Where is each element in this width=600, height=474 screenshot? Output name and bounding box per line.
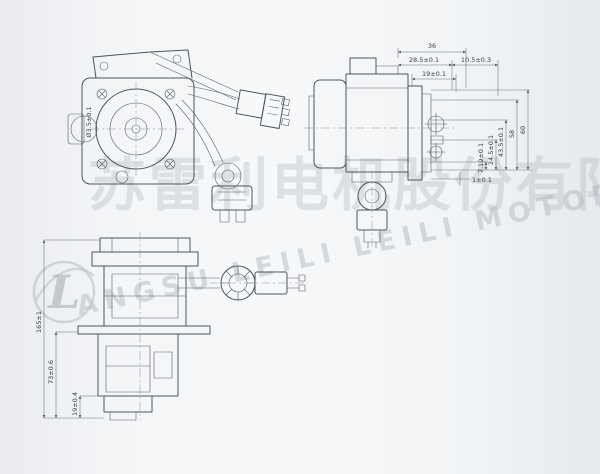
dim-165: 165±1 bbox=[35, 311, 43, 333]
watermark: 苏雷利电机股份有限公司 ANGSU LEILI LEILI MOTOR CO L bbox=[32, 151, 600, 324]
screw bbox=[164, 88, 176, 100]
screw bbox=[96, 158, 108, 170]
bottom-view-dimensions: 165±1 73±0.6 19±0.4 bbox=[35, 239, 104, 419]
screw bbox=[96, 88, 108, 100]
dim-10-5: 10.5±0.3 bbox=[461, 56, 491, 64]
dim-60: 60 bbox=[519, 126, 527, 134]
front-view: Ø3.5±0.1 bbox=[67, 49, 239, 185]
leili-logo-letter: L bbox=[46, 265, 80, 319]
watermark-cn-text: 苏雷利电机股份有限公司 bbox=[88, 151, 600, 219]
connector-upper bbox=[235, 89, 290, 129]
dim-19-low: 19±0.4 bbox=[71, 392, 79, 416]
bolt-hole bbox=[424, 112, 448, 136]
bolt-hole bbox=[426, 142, 446, 162]
connector-lower bbox=[211, 162, 253, 223]
dim-43-5: 43.5±0.1 bbox=[497, 127, 505, 157]
dim-58: 58 bbox=[508, 130, 516, 138]
front-housing bbox=[81, 77, 195, 185]
wire-harness bbox=[175, 85, 241, 167]
dim-19: 19±0.1 bbox=[422, 70, 446, 78]
dim-28-5: 28.5±0.1 bbox=[409, 56, 439, 64]
bottom-view bbox=[77, 232, 308, 421]
dim-1: 1±0.1 bbox=[472, 176, 492, 184]
front-top-bracket bbox=[92, 49, 193, 79]
dim-73: 73±0.6 bbox=[47, 360, 55, 384]
leili-logo: L bbox=[32, 260, 96, 324]
dim-24-5: 24.5±0.1 bbox=[487, 135, 495, 165]
dim-36: 36 bbox=[428, 42, 436, 50]
dim-7-19: 7.19±0.1 bbox=[477, 143, 485, 173]
side-view-dimensions: 36 28.5±0.1 10.5±0.3 19±0.1 7.19±0.1 24.… bbox=[397, 42, 532, 186]
screw bbox=[164, 158, 176, 170]
dim-front-shaft: Ø3.5±0.1 bbox=[85, 106, 93, 137]
